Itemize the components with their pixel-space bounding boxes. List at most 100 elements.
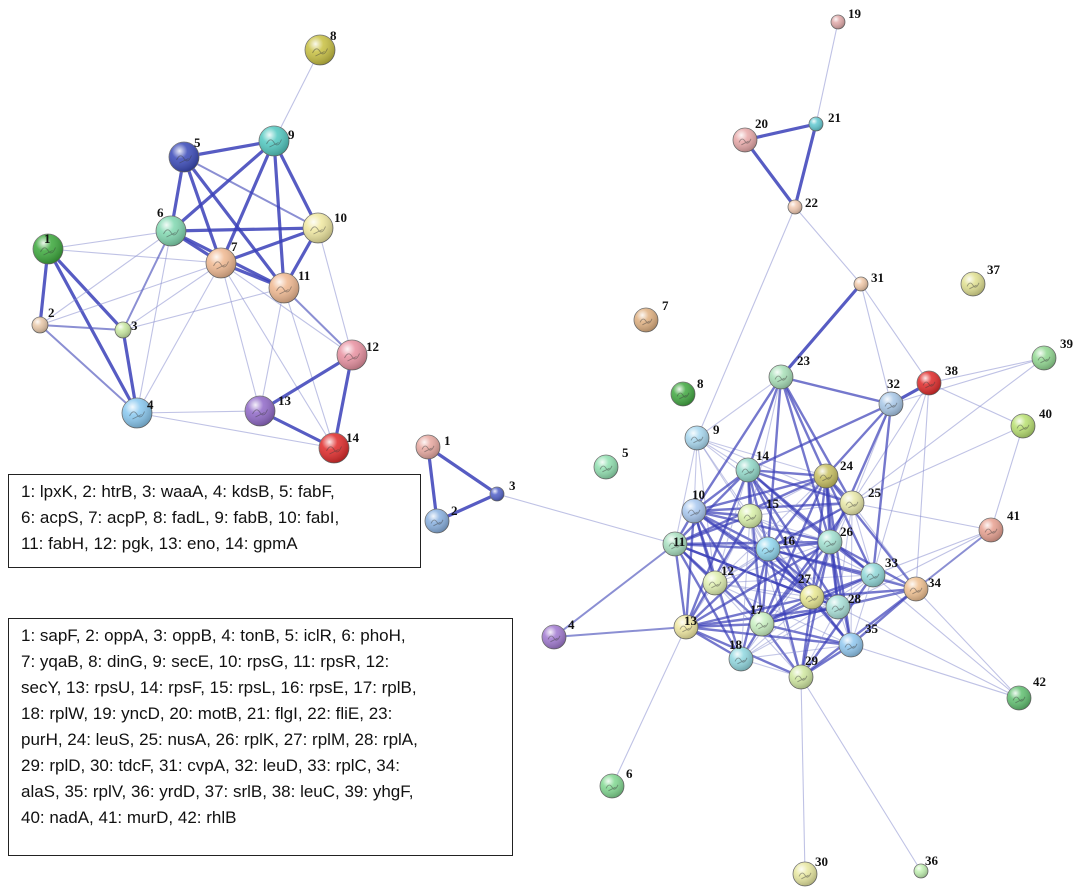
edge-38-40 xyxy=(928,382,1024,427)
network-b-node-24[interactable]: 24 xyxy=(813,458,854,489)
node-gloss xyxy=(682,499,706,523)
network-b-node-5[interactable]: 5 xyxy=(593,445,629,480)
node-gloss xyxy=(245,396,275,426)
network-a-node-9[interactable]: 9 xyxy=(258,125,295,157)
network-b-node-3[interactable]: 3 xyxy=(489,478,516,502)
network-b-node-22[interactable]: 22 xyxy=(787,195,818,215)
node-label: 30 xyxy=(815,854,828,869)
network-b-node-40[interactable]: 40 xyxy=(1010,406,1052,439)
network-b-node-20[interactable]: 20 xyxy=(732,116,768,153)
legend-a-line: 11: fabH, 12: pgk, 13: eno, 14: gpmA xyxy=(21,534,298,553)
network-b-node-42[interactable]: 42 xyxy=(1006,674,1046,711)
edge-16-23 xyxy=(766,376,783,550)
legend-network-b: 1: sapF, 2: oppA, 3: oppB, 4: tonB, 5: i… xyxy=(8,618,513,856)
network-a-node-3[interactable]: 3 xyxy=(114,318,138,339)
network-b-node-8[interactable]: 8 xyxy=(670,376,704,407)
network-a-node-6[interactable]: 6 xyxy=(155,205,187,247)
edge-28-34 xyxy=(837,588,917,608)
protein-structure-icon xyxy=(326,446,342,455)
network-b-node-36[interactable]: 36 xyxy=(913,853,939,879)
edge-4-13 xyxy=(553,626,687,638)
network-b-node-10[interactable]: 10 xyxy=(681,487,707,524)
network-b-node-25[interactable]: 25 xyxy=(839,485,882,516)
network-b-node-34[interactable]: 34 xyxy=(903,575,942,602)
network-a-node-1[interactable]: 1 xyxy=(32,231,64,265)
network-a-node-5[interactable]: 5 xyxy=(168,135,201,173)
node-label: 1 xyxy=(44,231,51,246)
edge-2-4 xyxy=(39,324,138,414)
network-b-node-23[interactable]: 23 xyxy=(768,353,811,390)
network-b-node-1[interactable]: 1 xyxy=(415,433,451,460)
edge-28-29 xyxy=(800,606,839,678)
network-b-node-21[interactable]: 21 xyxy=(808,110,841,132)
node-gloss xyxy=(979,518,1003,542)
node-label: 10 xyxy=(692,487,705,502)
network-b-node-30[interactable]: 30 xyxy=(792,854,828,887)
network-b-node-4[interactable]: 4 xyxy=(541,617,575,650)
protein-structure-icon xyxy=(866,573,880,581)
node-label: 27 xyxy=(798,571,812,586)
node-gloss xyxy=(33,234,63,264)
protein-structure-icon xyxy=(734,657,748,665)
network-b-node-37[interactable]: 37 xyxy=(960,262,1001,297)
node-label: 7 xyxy=(662,298,669,313)
network-b-node-6[interactable]: 6 xyxy=(599,766,633,799)
network-a-node-2[interactable]: 2 xyxy=(31,305,55,334)
network-b-node-19[interactable]: 19 xyxy=(830,6,862,30)
network-b-node-39[interactable]: 39 xyxy=(1031,336,1074,371)
node-gloss xyxy=(685,426,709,450)
network-b-node-15[interactable]: 15 xyxy=(737,496,780,529)
network-b-node-33[interactable]: 33 xyxy=(860,555,899,588)
edge-1-7 xyxy=(47,248,222,264)
network-b-node-35[interactable]: 35 xyxy=(838,621,879,658)
node-gloss xyxy=(303,213,333,243)
network-b-node-12[interactable]: 12 xyxy=(702,563,734,596)
node-gloss xyxy=(879,392,903,416)
network-b-node-17[interactable]: 17 xyxy=(749,602,775,637)
network-b-node-14[interactable]: 14 xyxy=(735,448,770,483)
edge-10-12 xyxy=(317,227,353,356)
protein-structure-icon xyxy=(129,411,145,420)
network-b-node-31[interactable]: 31 xyxy=(853,270,884,292)
node-gloss xyxy=(904,577,928,601)
network-b-node-38[interactable]: 38 xyxy=(916,363,959,396)
edge-14-25 xyxy=(747,468,853,505)
network-b-node-28[interactable]: 28 xyxy=(825,591,862,620)
network-b-node-11[interactable]: 11 xyxy=(662,531,688,557)
node-label: 23 xyxy=(797,353,811,368)
network-a-node-13[interactable]: 13 xyxy=(244,393,292,427)
edge-15-25 xyxy=(749,502,853,517)
node-gloss xyxy=(1011,414,1035,438)
legend-a-line: 6: acpS, 7: acpP, 8: fadL, 9: fabB, 10: … xyxy=(21,508,340,527)
edge-40-25 xyxy=(851,425,1024,504)
node-gloss xyxy=(671,382,695,406)
network-b-node-26[interactable]: 26 xyxy=(817,524,854,555)
protein-structure-icon xyxy=(844,643,858,651)
network-a-node-7[interactable]: 7 xyxy=(205,239,238,279)
network-a-node-4[interactable]: 4 xyxy=(121,397,154,429)
protein-structure-icon xyxy=(794,675,808,683)
edge-17-25 xyxy=(761,502,853,625)
network-b-node-16[interactable]: 16 xyxy=(755,533,796,562)
edge-9-16 xyxy=(696,437,769,550)
network-b-node-7[interactable]: 7 xyxy=(633,298,669,333)
node-gloss xyxy=(1007,686,1031,710)
node-gloss xyxy=(674,615,698,639)
network-b-node-41[interactable]: 41 xyxy=(978,508,1020,543)
network-b-node-2[interactable]: 2 xyxy=(424,503,458,534)
network-b-node-9[interactable]: 9 xyxy=(684,422,720,451)
network-b-node-32[interactable]: 32 xyxy=(878,376,904,417)
node-gloss xyxy=(736,458,760,482)
protein-structure-icon xyxy=(708,581,722,589)
network-b-node-29[interactable]: 29 xyxy=(788,653,819,690)
network-b-node-18[interactable]: 18 xyxy=(728,637,754,672)
network-a-node-8[interactable]: 8 xyxy=(304,28,337,66)
network-b-node-13[interactable]: 13 xyxy=(673,613,699,640)
network-a-node-14[interactable]: 14 xyxy=(318,430,360,464)
edge-21-22 xyxy=(793,122,818,209)
network-a-node-12[interactable]: 12 xyxy=(336,339,379,371)
network-a-node-11[interactable]: 11 xyxy=(268,268,310,304)
edge-38-39 xyxy=(928,357,1045,384)
network-a-node-10[interactable]: 10 xyxy=(302,210,347,244)
network-b-node-27[interactable]: 27 xyxy=(798,571,825,610)
